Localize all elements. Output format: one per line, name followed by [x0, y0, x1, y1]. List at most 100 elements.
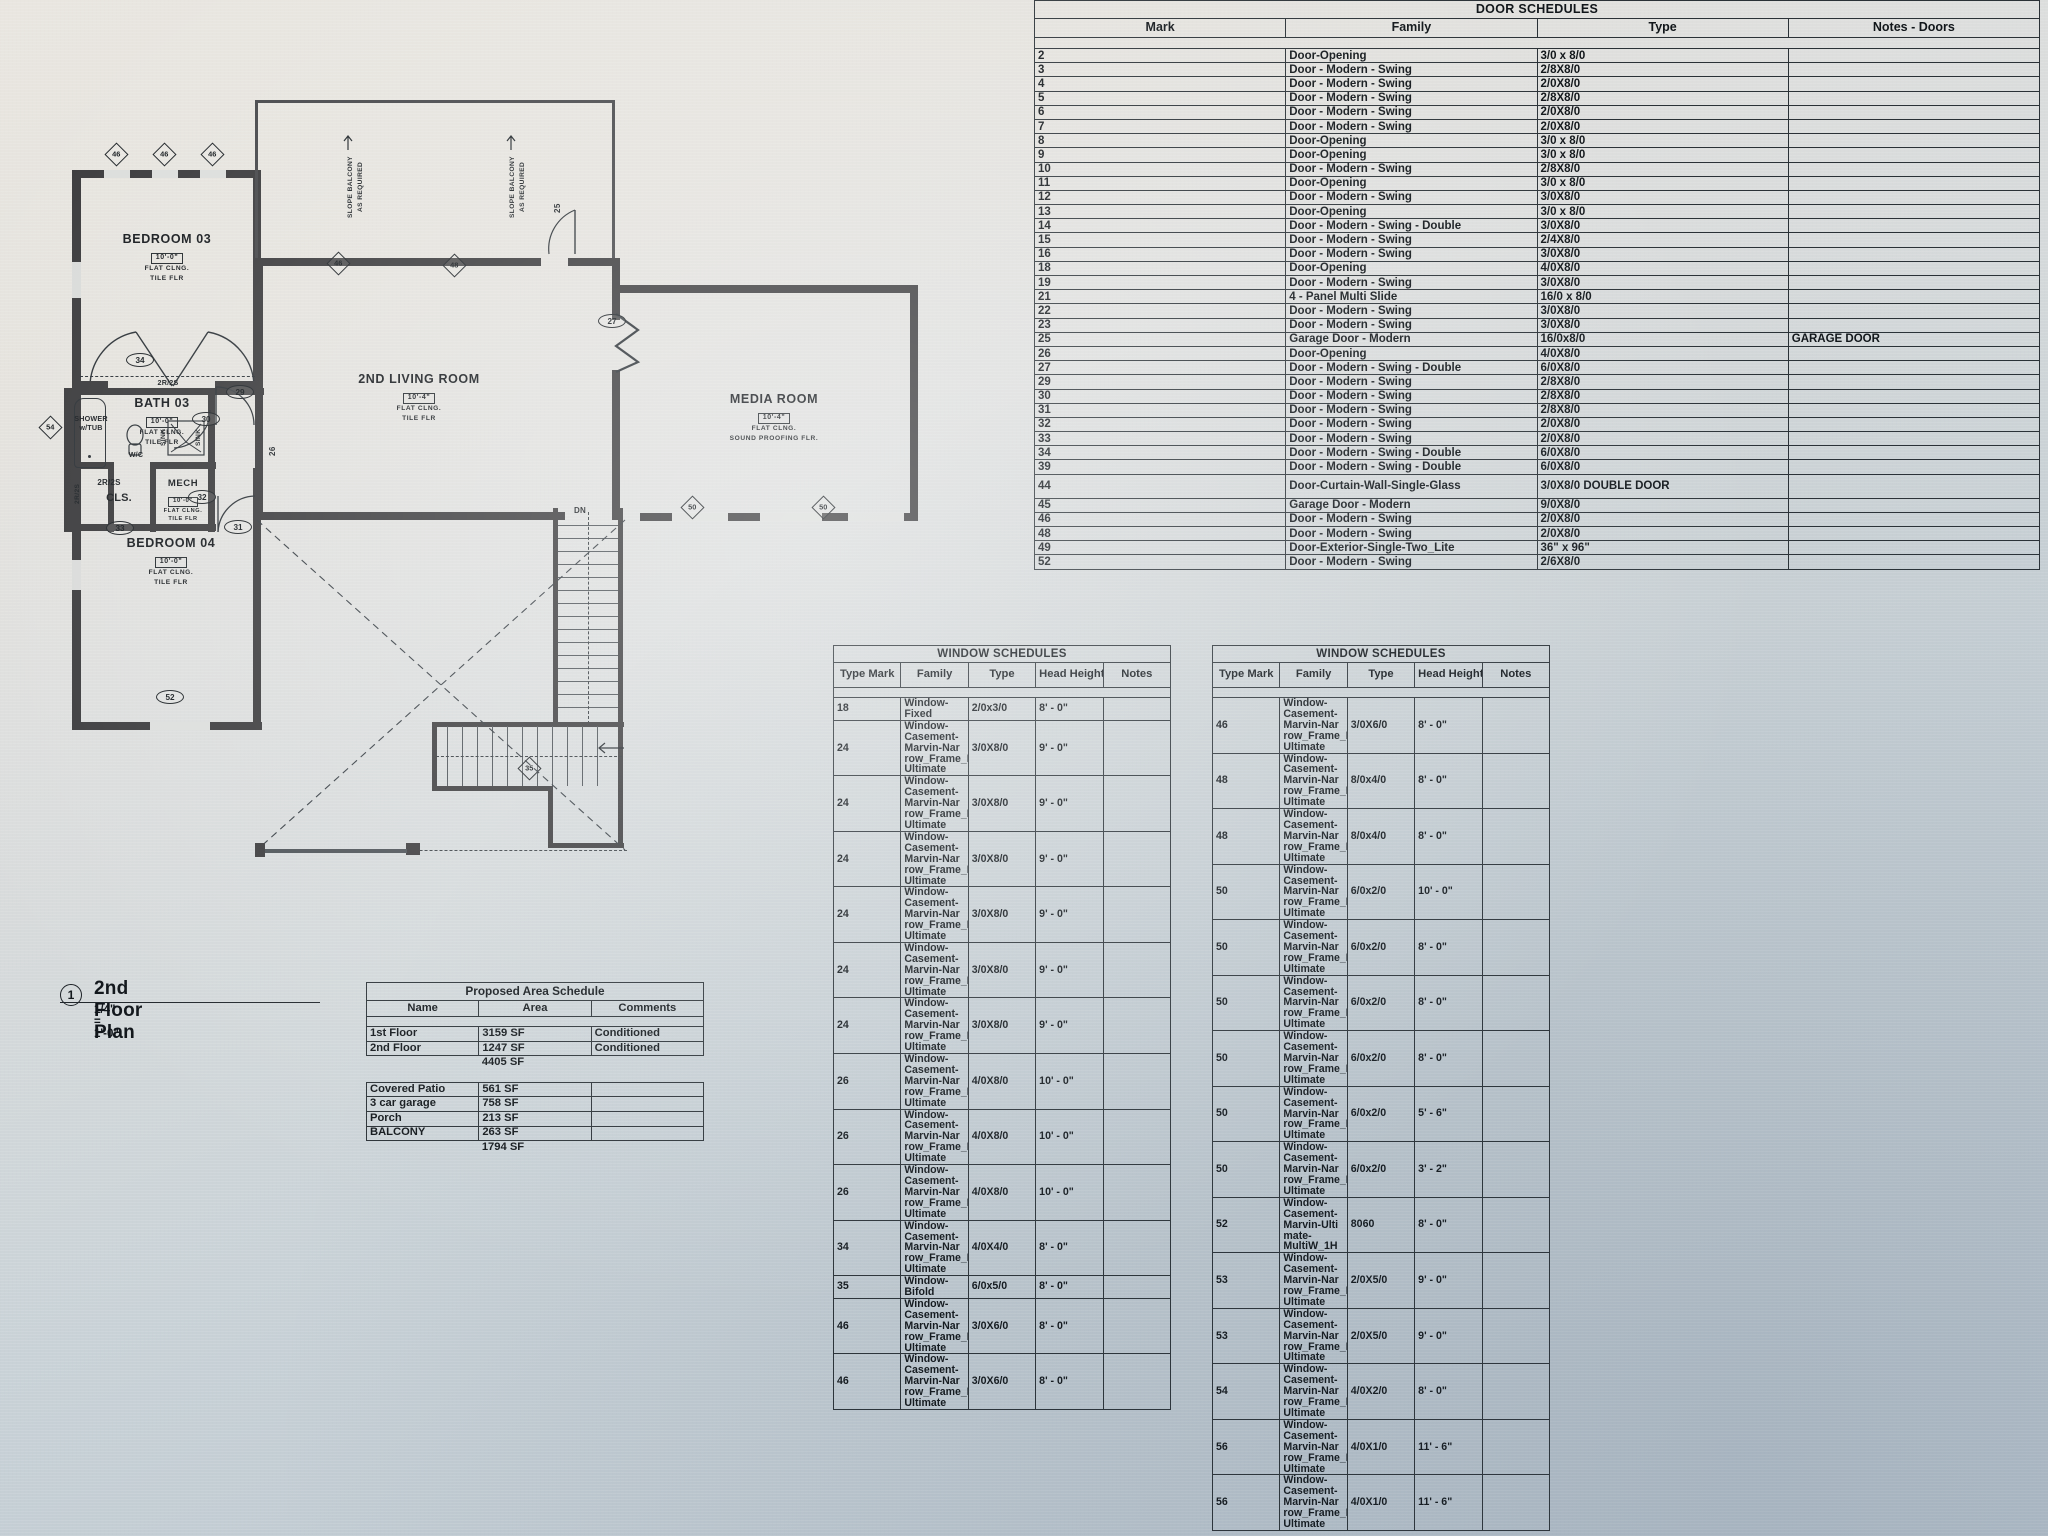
door-tag-27[interactable]: 27: [598, 314, 626, 328]
window-head-height: 8' - 0": [1414, 1030, 1483, 1087]
window-family: Window-Casement-Marvin-Narrow_Frame_Pict…: [1279, 1252, 1348, 1309]
window-family: Window-Casement-Marvin-Narrow_Frame_Pict…: [900, 1219, 969, 1277]
window-notes: [1102, 775, 1172, 832]
door-notes: [1787, 246, 2041, 262]
window-tag-46-d[interactable]: 46: [326, 251, 351, 276]
window-type: 3/0X8/0: [967, 775, 1037, 832]
room-label-bedroom-04: BEDROOM 04 10'-0" FLAT CLNG. TILE FLR: [86, 536, 256, 587]
door-tag-32[interactable]: 32: [188, 490, 216, 504]
window-tag-46-b[interactable]: 46: [152, 142, 177, 167]
wall-living-left: [255, 258, 263, 520]
area-name: 1st Floor: [365, 1026, 480, 1042]
window-head-height: 8' - 0": [1414, 1363, 1483, 1420]
window-notes: [1102, 1108, 1172, 1166]
wall-living-bottom: [255, 512, 565, 520]
stair-landing-bottom: [432, 786, 552, 791]
door-tag-30[interactable]: 30: [192, 412, 220, 426]
door-mark: 25: [1033, 331, 1287, 347]
door-tag-31[interactable]: 31: [224, 520, 252, 534]
window-schedule-row: 34Window-Casement-Marvin-Narrow_Frame_Pi…: [832, 1219, 1172, 1277]
door-tag-33[interactable]: 33: [106, 521, 134, 535]
balcony-slope-note-left-2: AS REQUIRED: [357, 161, 364, 213]
col-header-family: Family: [1279, 662, 1348, 688]
window-schedule-row: 53Window-Casement-Marvin-Narrow_Frame_Pi…: [1211, 1307, 1551, 1365]
window-head-height: 8' - 0": [1035, 697, 1104, 721]
door-notes: [1787, 104, 2041, 120]
window-notes: [1481, 974, 1551, 1032]
window-head-height: 9' - 0": [1035, 941, 1104, 999]
area-value: 561 SF: [478, 1081, 592, 1098]
window-head-height: 9' - 0": [1414, 1307, 1483, 1365]
roof-ghost-bottom: [255, 850, 627, 851]
door-mark: 33: [1033, 431, 1287, 447]
area-value: 758 SF: [478, 1096, 592, 1112]
door-mark: 5: [1033, 90, 1287, 106]
door-mark: 2: [1033, 47, 1287, 64]
wall-cls-left: [64, 462, 72, 532]
window-tag-46-a[interactable]: 46: [104, 142, 129, 167]
window-type: 4/0X1/0: [1346, 1474, 1416, 1531]
slope-arrow-right: [506, 135, 516, 150]
window-notes: [1102, 719, 1172, 777]
door-family: Door-Opening: [1285, 175, 1538, 191]
door-mark: 7: [1033, 118, 1287, 135]
door-type: 2/8X8/0: [1536, 402, 1789, 418]
wall-living-right-lower: [612, 370, 620, 520]
door-notes: [1787, 402, 2041, 418]
col-header-family: Family: [900, 662, 969, 688]
room-ceiling-type: FLAT CLNG.: [163, 508, 203, 514]
window-family: Window-Casement-Marvin-Narrow_Frame_Pict…: [1279, 697, 1348, 754]
door-notes: [1787, 374, 2041, 390]
window-schedule-row: 50Window-Casement-Marvin-Narrow_Frame_Pi…: [1211, 919, 1551, 976]
door-type: 3/0X8/0: [1536, 317, 1789, 333]
door-family: Door - Modern - Swing: [1285, 431, 1538, 447]
door-mark: 22: [1033, 303, 1287, 319]
window-family: Window-Casement-Marvin-Narrow_Frame_Pict…: [1279, 1030, 1348, 1087]
window-type: 3/0X8/0: [967, 719, 1037, 777]
drawing-scale: 1/4" = 1'-0": [94, 1004, 119, 1040]
door-notes: GARAGE DOOR: [1787, 331, 2041, 347]
door-mark: 13: [1033, 204, 1287, 220]
door-tag-26[interactable]: 26: [268, 446, 277, 456]
window-tag-46-c[interactable]: 46: [200, 142, 225, 167]
door-tag-34[interactable]: 34: [126, 353, 154, 367]
window-type: 6/0x2/0: [1346, 863, 1416, 921]
window-tag-54[interactable]: 54: [38, 415, 63, 440]
window-family: Window-Casement-Marvin-Narrow_Frame_Pict…: [1279, 1474, 1348, 1531]
door-type: 3/0X8/0: [1536, 246, 1789, 262]
window-media-b: [760, 513, 822, 521]
door-notes: [1787, 218, 2041, 234]
door-notes: [1787, 62, 2041, 78]
room-ceiling-type: FLAT CLNG.: [148, 569, 194, 576]
door-tag-25[interactable]: 25: [553, 203, 562, 213]
window-schedule-row: 24Window-Casement-Marvin-Narrow_Frame_Pi…: [832, 719, 1172, 777]
door-tag-29[interactable]: 29: [226, 385, 254, 399]
window-head-height: 3' - 2": [1414, 1141, 1483, 1198]
door-family: Door - Modern - Swing - Double: [1285, 445, 1538, 461]
window-opening-left-2: [72, 560, 81, 590]
window-schedule-row: 46Window-Casement-Marvin-Narrow_Frame_Pi…: [832, 1297, 1172, 1355]
stair-lower-bottom: [548, 843, 624, 848]
window-type-mark: 24: [832, 886, 902, 943]
window-schedule-left-table: WINDOW SCHEDULES Type Mark Family Type H…: [832, 645, 1172, 1410]
door-type: 2/4X8/0: [1536, 232, 1789, 248]
door-notes: [1787, 232, 2041, 248]
window-head-height: 9' - 0": [1035, 775, 1104, 832]
detail-number-bubble[interactable]: 1: [60, 984, 82, 1006]
window-head-height: 9' - 0": [1035, 886, 1104, 943]
door-tag-52[interactable]: 52: [156, 690, 184, 704]
door-schedule-title-row: DOOR SCHEDULES: [1034, 0, 2040, 19]
slope-arrow-left: [343, 135, 353, 150]
door-family: Door - Modern - Swing: [1285, 104, 1538, 120]
door-family: Door - Modern - Swing: [1285, 161, 1538, 177]
bathtub-fixture: [74, 398, 106, 468]
